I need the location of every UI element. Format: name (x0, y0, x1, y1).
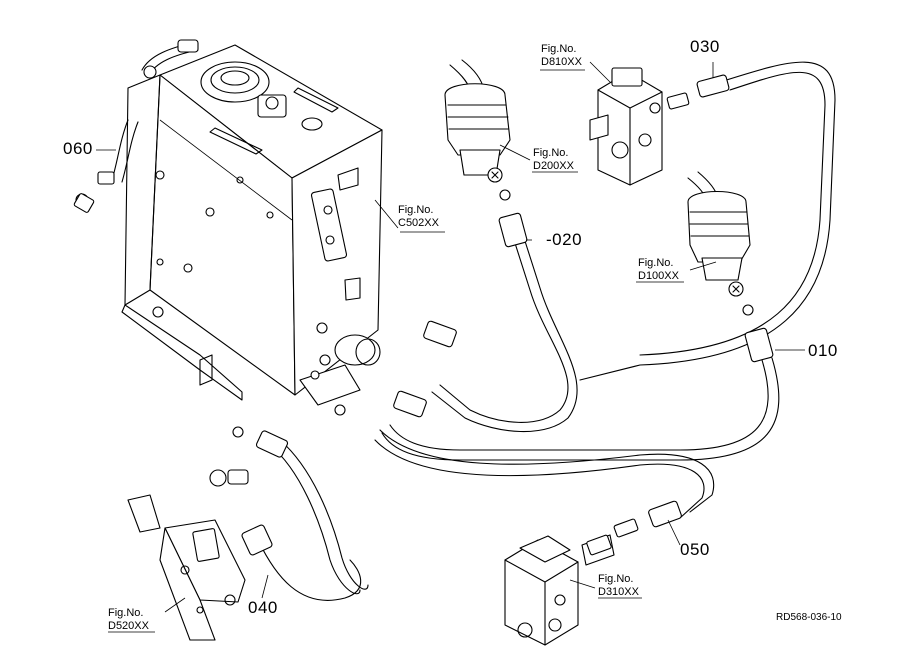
figref-d200: Fig.No. D200XX (533, 148, 574, 172)
drawing-reference: RD568-036-10 (776, 612, 842, 623)
figref-d100-line2: D100XX (638, 270, 679, 282)
leader-lines (96, 61, 805, 633)
figref-d100: Fig.No. D100XX (638, 258, 679, 282)
part-060-label: 060 (63, 139, 93, 158)
hose-020 (423, 189, 578, 433)
part-030-label: 030 (690, 37, 720, 56)
hose-010 (381, 304, 780, 461)
part-020-label: -020 (546, 230, 583, 249)
figref-c502-line1: Fig.No. (398, 204, 434, 216)
figref-c502-line2: C502XX (398, 217, 439, 229)
figref-d200-line1: Fig.No. (533, 147, 569, 159)
figref-d520-line2: D520XX (108, 620, 149, 632)
part-010-label: 010 (808, 341, 838, 360)
figref-d310: Fig.No. D310XX (598, 574, 639, 598)
figref-d310-line1: Fig.No. (598, 573, 634, 585)
control-valve-d810 (589, 67, 663, 186)
pilot-valve-right (687, 171, 751, 297)
figref-d520: Fig.No. D520XX (108, 608, 149, 632)
figref-d810: Fig.No. D810XX (541, 44, 582, 68)
figref-d310-line2: D310XX (598, 586, 639, 598)
hose-060 (73, 119, 139, 213)
hose-040 (209, 426, 369, 601)
figref-c502: Fig.No. C502XX (398, 205, 439, 229)
part-050-label: 050 (680, 540, 710, 559)
hose-050 (374, 429, 715, 556)
figref-d520-line1: Fig.No. (108, 607, 144, 619)
part-040-label: 040 (248, 598, 278, 617)
hydraulic-tank (121, 39, 383, 416)
swivel-bracket-d520 (127, 494, 246, 641)
figref-d810-line1: Fig.No. (541, 43, 577, 55)
pilot-valve-left (444, 59, 511, 183)
hose-030 (579, 61, 836, 381)
figref-d810-line2: D810XX (541, 56, 582, 68)
figref-d100-line1: Fig.No. (638, 257, 674, 269)
figref-d200-line2: D200XX (533, 160, 574, 172)
